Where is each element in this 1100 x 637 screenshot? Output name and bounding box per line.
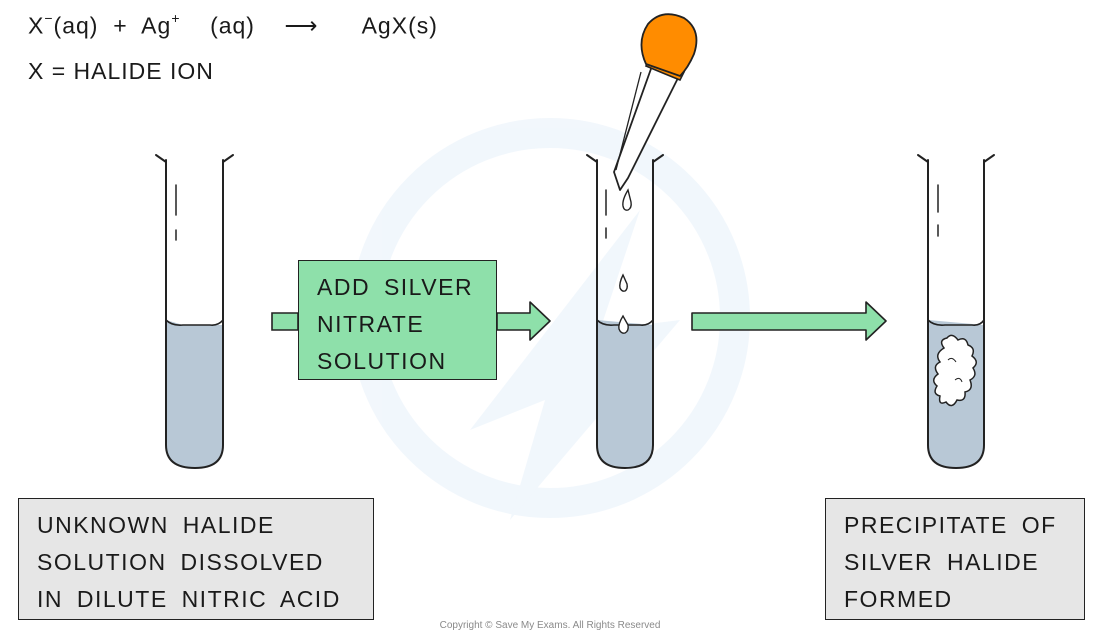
silver-charge: + [171, 10, 181, 26]
reaction-solution [597, 320, 653, 468]
arrow-precipitate-forms [691, 301, 887, 341]
silver-state: (aq) [210, 12, 255, 39]
test-tube-precipitate [917, 154, 995, 470]
reaction-equation: X−(aq) + Ag+ (aq) ⟶ AgX(s) [28, 10, 438, 40]
copyright-notice: Copyright © Save My Exams. All Rights Re… [439, 620, 661, 631]
falling-drop [619, 273, 628, 292]
end-label-box: PRECIPITATE OF SILVER HALIDE FORMED [825, 498, 1085, 620]
halide-state: (aq) [53, 12, 99, 39]
halide-charge: − [44, 10, 54, 26]
test-tube-reaction [586, 154, 664, 470]
step-label-box: ADD SILVER NITRATE SOLUTION [298, 260, 497, 380]
reaction-arrow: ⟶ [284, 12, 319, 39]
silver-ion: Ag [141, 12, 172, 39]
product: AgX(s) [361, 12, 438, 39]
dropper-bulb [640, 13, 698, 78]
halide-ion: X [28, 12, 45, 39]
dropper [613, 13, 698, 211]
halide-solution [166, 320, 223, 468]
drop [622, 188, 632, 211]
test-tube-unknown-halide [155, 154, 234, 470]
entering-drop [618, 314, 629, 334]
plus-sign: + [113, 12, 128, 39]
silver-halide-precipitate [933, 334, 977, 407]
start-label-box: UNKNOWN HALIDE SOLUTION DISSOLVED IN DIL… [18, 498, 374, 620]
halide-definition: X = HALIDE ION [28, 58, 214, 84]
